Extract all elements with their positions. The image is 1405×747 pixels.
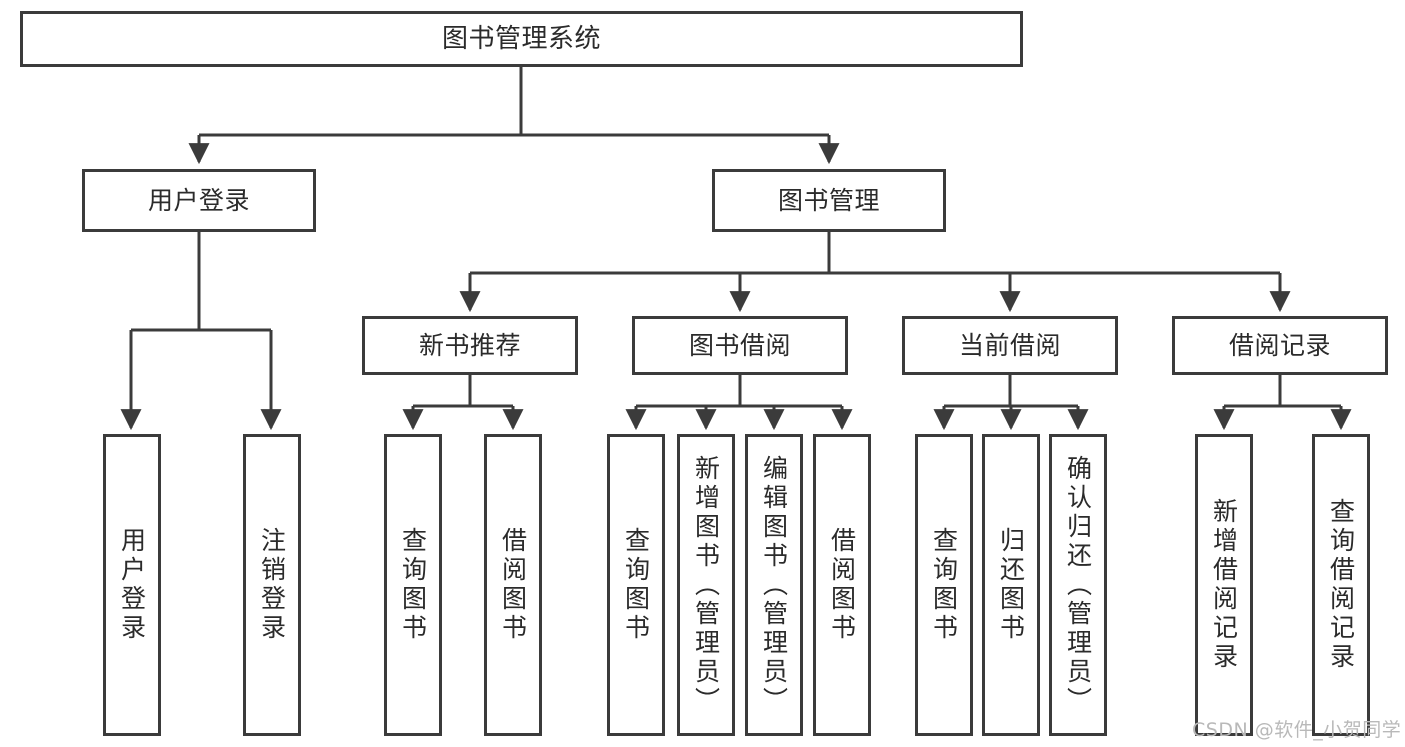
node-label: 借阅记录 — [1228, 330, 1331, 360]
node-leaf-query-borrow-record[interactable]: 查询借阅记录 — [1312, 434, 1370, 736]
node-label: 注销登录 — [257, 527, 287, 643]
node-label: 借阅图书 — [498, 527, 528, 643]
node-borrow-record[interactable]: 借阅记录 — [1172, 316, 1388, 375]
node-current-borrow[interactable]: 当前借阅 — [902, 316, 1118, 375]
node-label: 查询借阅记录 — [1326, 498, 1356, 672]
node-leaf-confirm-return-admin[interactable]: 确认归还（管理员） — [1049, 434, 1107, 736]
node-label: 用户登录 — [147, 185, 250, 215]
node-leaf-borrow-book-recommend[interactable]: 借阅图书 — [484, 434, 542, 736]
node-label: 归还图书 — [996, 527, 1026, 643]
node-label: 新书推荐 — [418, 330, 521, 360]
node-book-borrow[interactable]: 图书借阅 — [632, 316, 848, 375]
node-leaf-query-book-borrow[interactable]: 查询图书 — [607, 434, 665, 736]
node-label: 新增借阅记录 — [1209, 498, 1239, 672]
csdn-watermark: CSDN @软件_小贺同学 — [1192, 719, 1402, 741]
node-label: 借阅图书 — [827, 527, 857, 643]
node-leaf-return-book[interactable]: 归还图书 — [982, 434, 1040, 736]
node-label: 查询图书 — [621, 527, 651, 643]
node-label: 新增图书（管理员） — [691, 454, 721, 716]
node-label: 图书借阅 — [688, 330, 791, 360]
node-label: 图书管理 — [777, 185, 880, 215]
node-user-login[interactable]: 用户登录 — [82, 169, 316, 232]
node-new-book-recommend[interactable]: 新书推荐 — [362, 316, 578, 375]
node-label: 编辑图书（管理员） — [759, 454, 789, 716]
node-label: 查询图书 — [929, 527, 959, 643]
node-label: 当前借阅 — [958, 330, 1061, 360]
node-label: 用户登录 — [117, 527, 147, 643]
node-root-system[interactable]: 图书管理系统 — [20, 11, 1023, 67]
node-leaf-add-borrow-record[interactable]: 新增借阅记录 — [1195, 434, 1253, 736]
node-leaf-query-book-recommend[interactable]: 查询图书 — [384, 434, 442, 736]
node-leaf-query-book-current[interactable]: 查询图书 — [915, 434, 973, 736]
node-label: 图书管理系统 — [441, 23, 601, 54]
node-book-management[interactable]: 图书管理 — [712, 169, 946, 232]
node-leaf-borrow-book[interactable]: 借阅图书 — [813, 434, 871, 736]
node-leaf-logout[interactable]: 注销登录 — [243, 434, 301, 736]
node-label: 确认归还（管理员） — [1063, 454, 1093, 716]
node-leaf-user-login[interactable]: 用户登录 — [103, 434, 161, 736]
node-leaf-edit-book-admin[interactable]: 编辑图书（管理员） — [745, 434, 803, 736]
node-leaf-add-book-admin[interactable]: 新增图书（管理员） — [677, 434, 735, 736]
node-label: 查询图书 — [398, 527, 428, 643]
